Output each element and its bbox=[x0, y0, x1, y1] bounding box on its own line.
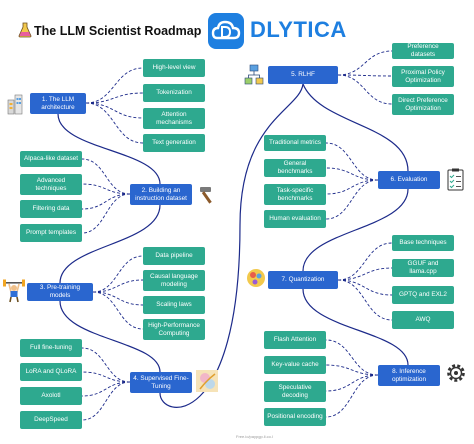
branch-n3-3 bbox=[92, 291, 144, 306]
branch-lines bbox=[81, 50, 393, 421]
milestone-2-instruction-dataset[interactable]: 2. Building an instruction dataset bbox=[130, 184, 192, 205]
quantization-palette-icon bbox=[247, 269, 265, 287]
branch-n1-1 bbox=[85, 67, 144, 104]
checklist-icon bbox=[447, 168, 464, 191]
branch-n4-2 bbox=[81, 371, 131, 383]
milestone-5-rlhf[interactable]: 5. RLHF bbox=[268, 66, 338, 84]
branch-n7-1 bbox=[337, 242, 393, 281]
fine-tuning-art-icon bbox=[196, 370, 218, 392]
topic-traditional-metrics[interactable]: Traditional metrics bbox=[264, 135, 326, 151]
branch-n1-3 bbox=[85, 102, 144, 119]
spine-segment-4 bbox=[159, 83, 304, 408]
topic-axolotl[interactable]: Axolotl bbox=[20, 387, 82, 405]
branch-n4-3 bbox=[81, 381, 131, 397]
topic-key-value-cache[interactable]: Key-value cache bbox=[264, 356, 326, 374]
branch-n2-1 bbox=[81, 158, 131, 195]
spine-segment-2 bbox=[59, 204, 161, 284]
topic-deepspeed[interactable]: DeepSpeed bbox=[20, 411, 82, 429]
branch-n5-3 bbox=[337, 74, 393, 105]
branch-n1-2 bbox=[85, 92, 144, 104]
branch-n2-4 bbox=[81, 193, 131, 234]
brand-name: DLYTICA bbox=[250, 17, 347, 42]
topic-data-pipeline[interactable]: Data pipeline bbox=[143, 247, 205, 265]
dlytica-logo-icon bbox=[208, 13, 244, 49]
branch-n4-1 bbox=[81, 347, 131, 383]
topic-tokenization[interactable]: Tokenization bbox=[143, 84, 205, 102]
topic-general-benchmarks[interactable]: General benchmarks bbox=[264, 159, 326, 177]
topic-base-techniques[interactable]: Base techniques bbox=[392, 235, 454, 251]
branch-n5-2 bbox=[337, 74, 393, 77]
branch-n6-2 bbox=[325, 167, 379, 181]
hammer-icon bbox=[200, 187, 212, 204]
topic-proximal-policy-optimization[interactable]: Proximal Policy Optimization bbox=[392, 66, 454, 87]
topic-scaling-laws[interactable]: Scaling laws bbox=[143, 296, 205, 314]
topic-full-fine-tuning[interactable]: Full fine-tuning bbox=[20, 339, 82, 357]
topic-gptq-and-exl2[interactable]: GPTQ and EXL2 bbox=[392, 286, 454, 304]
milestone-7-quantization[interactable]: 7. Quantization bbox=[268, 271, 338, 289]
milestone-1-llm-architecture[interactable]: 1. The LLM architecture bbox=[30, 93, 86, 114]
milestone-6-evaluation[interactable]: 6. Evaluation bbox=[378, 171, 440, 189]
milestone-8-inference-optimization[interactable]: 8. Inference optimization bbox=[378, 365, 440, 386]
spine-segment-3 bbox=[59, 300, 161, 373]
topic-causal-language-modeling[interactable]: Causal language modeling bbox=[143, 270, 205, 291]
topic-advanced-techniques[interactable]: Advanced techniques bbox=[20, 174, 82, 195]
spine-segment-6 bbox=[302, 188, 409, 272]
branch-n8-3 bbox=[325, 374, 379, 392]
flask-icon bbox=[18, 22, 32, 38]
branch-n8-1 bbox=[325, 339, 379, 376]
branch-n3-4 bbox=[92, 291, 144, 330]
branch-n2-3 bbox=[81, 193, 131, 210]
branch-n7-4 bbox=[337, 279, 393, 321]
branch-n7-2 bbox=[337, 267, 393, 281]
topic-lora-and-qlora[interactable]: LoRA and QLoRA bbox=[20, 363, 82, 381]
topic-flash-attention[interactable]: Flash Attention bbox=[264, 331, 326, 349]
branch-n4-4 bbox=[81, 381, 131, 421]
spine-segment-5 bbox=[302, 83, 409, 172]
roadmap-spine bbox=[57, 83, 409, 408]
topic-awq[interactable]: AWQ bbox=[392, 311, 454, 329]
topic-task-specific-benchmarks[interactable]: Task-specific benchmarks bbox=[264, 184, 326, 205]
branch-n2-2 bbox=[81, 183, 131, 195]
branch-n5-1 bbox=[337, 50, 393, 76]
topic-text-generation[interactable]: Text generation bbox=[143, 134, 205, 152]
gear-icon bbox=[447, 364, 465, 382]
branch-n8-2 bbox=[325, 364, 379, 376]
spine-segment-7 bbox=[302, 288, 409, 366]
branch-n3-1 bbox=[92, 255, 144, 293]
branch-n6-4 bbox=[325, 179, 379, 220]
topic-high-performance-computing[interactable]: High-Performance Computing bbox=[143, 319, 205, 340]
topic-preference-datasets[interactable]: Preference datasets bbox=[392, 43, 454, 59]
topic-attention-mechanisms[interactable]: Attention mechanisms bbox=[143, 108, 205, 129]
topic-filtering-data[interactable]: Filtering data bbox=[20, 200, 82, 218]
page-title: The LLM Scientist Roadmap bbox=[34, 24, 202, 38]
branch-n1-4 bbox=[85, 102, 144, 144]
branch-n6-3 bbox=[325, 179, 379, 195]
branch-n6-1 bbox=[325, 142, 379, 181]
topic-gguf-and-llama-cpp[interactable]: GGUF and llama.cpp bbox=[392, 259, 454, 277]
weightlifter-icon bbox=[3, 279, 25, 303]
footer-credit: Free.io/paypgp.li.co.l bbox=[236, 434, 273, 439]
topic-speculative-decoding[interactable]: Speculative decoding bbox=[264, 381, 326, 402]
branch-n7-3 bbox=[337, 279, 393, 296]
topic-high-level-view[interactable]: High-level view bbox=[143, 59, 205, 77]
topic-direct-preference-optimization[interactable]: Direct Preference Optimization bbox=[392, 94, 454, 115]
branch-n8-4 bbox=[325, 374, 379, 418]
topic-human-evaluation[interactable]: Human evaluation bbox=[264, 210, 326, 228]
branch-n3-2 bbox=[92, 279, 144, 293]
feedback-diagram-icon bbox=[244, 64, 264, 85]
topic-alpaca-like-dataset[interactable]: Alpaca-like dataset bbox=[20, 151, 82, 167]
milestone-3-pre-training[interactable]: 3. Pre-training models bbox=[27, 283, 93, 301]
topic-positional-encoding[interactable]: Positional encoding bbox=[264, 408, 326, 426]
building-blocks-icon bbox=[7, 94, 23, 115]
spine-segment-1 bbox=[57, 113, 161, 185]
topic-prompt-templates[interactable]: Prompt templates bbox=[20, 224, 82, 242]
milestone-4-supervised-fine-tuning[interactable]: 4. Supervised Fine-Tuning bbox=[130, 372, 192, 393]
